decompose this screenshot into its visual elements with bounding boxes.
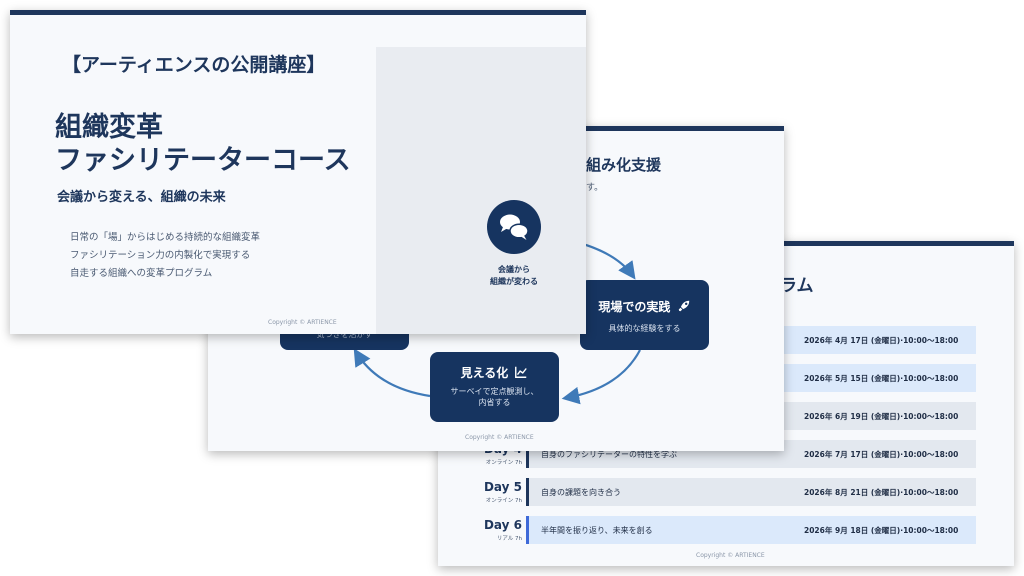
day-format: オンライン 7h: [485, 460, 522, 466]
course-bullet: 日常の「場」からはじめる持続的な組織変革: [70, 232, 261, 243]
circle-caption-line2: 組織が変わる: [490, 277, 538, 286]
visualize-box: 見える化 サーベイで定点観測し、 内省する: [430, 352, 559, 422]
schedule-topic: 自身の課題を向き合う: [541, 488, 621, 497]
circle-caption-line1: 会議から: [498, 265, 530, 274]
course-category: 【アーティエンスの公開講座】: [62, 54, 326, 76]
schedule-date: 2026年 4月 17日 (金曜日)·10:00〜18:00: [804, 336, 959, 345]
day-label: Day 6: [483, 518, 522, 532]
copyright-text: Copyright © ARTIENCE: [465, 434, 534, 441]
schedule-slide-title: ラム: [780, 276, 814, 296]
title-slide-side-panel: [376, 47, 586, 334]
schedule-row: Day 6 リアル 7h 半年間を振り返り、未来を創る 2026年 9月 18日…: [438, 516, 1014, 546]
schedule-topic: 自身のファシリテーターの特性を学ぶ: [541, 450, 677, 459]
visualize-box-sub-line1: サーベイで定点観測し、: [450, 387, 539, 396]
copyright-text: Copyright © ARTIENCE: [696, 552, 765, 559]
course-title-line1: 組織変革: [55, 112, 163, 143]
day-format: オンライン 7h: [485, 498, 522, 504]
schedule-date: 2026年 8月 21日 (金曜日)·10:00〜18:00: [804, 488, 959, 497]
schedule-row: Day 5 オンライン 7h 自身の課題を向き合う 2026年 8月 21日 (…: [438, 478, 1014, 508]
course-title-line2: ファシリテーターコース: [55, 145, 351, 176]
visualize-box-title: 見える化: [430, 364, 559, 382]
chart-icon: [514, 365, 528, 382]
practice-box-title: 現場での実践: [580, 298, 709, 316]
schedule-date: 2026年 9月 18日 (金曜日)·10:00〜18:00: [804, 526, 959, 535]
cycle-slide-subtitle: す。: [586, 183, 604, 193]
schedule-row-box: 自身の課題を向き合う 2026年 8月 21日 (金曜日)·10:00〜18:0…: [526, 478, 976, 506]
practice-box: 現場での実践 具体的な経験をする: [580, 280, 709, 350]
schedule-topic: 半年間を振り返り、未来を創る: [541, 526, 653, 535]
chat-bubbles-icon: [487, 200, 541, 254]
arrow-visualize-to-left: [353, 348, 431, 398]
day-label: Day 5: [483, 480, 522, 494]
visualize-box-sub-line2: 内省する: [478, 398, 511, 407]
slide-top-bar: [10, 10, 586, 15]
schedule-row-box: 半年間を振り返り、未来を創る 2026年 9月 18日 (金曜日)·10:00〜…: [526, 516, 976, 544]
rocket-icon: [677, 299, 691, 316]
practice-box-sub: 具体的な経験をする: [608, 324, 681, 333]
schedule-date: 2026年 5月 15日 (金曜日)·10:00〜18:00: [804, 374, 959, 383]
course-tagline: 会議から変える、組織の未来: [57, 190, 226, 205]
schedule-date: 2026年 6月 19日 (金曜日)·10:00〜18:00: [804, 412, 959, 421]
title-slide: 【アーティエンスの公開講座】 組織変革 ファシリテーターコース 会議から変える、…: [10, 10, 586, 334]
day-format: リアル 7h: [496, 536, 522, 542]
reflect-box-sub: 気づきを活かす: [316, 330, 373, 339]
cycle-slide-title: 組み化支援: [586, 156, 662, 174]
arrow-practice-to-visualize: [561, 349, 641, 405]
schedule-date: 2026年 7月 17日 (金曜日)·10:00〜18:00: [804, 450, 959, 459]
course-bullet: 自走する組織への変革プログラム: [70, 268, 213, 279]
course-bullet: ファシリテーション力の内製化で実現する: [70, 250, 251, 261]
copyright-text: Copyright © ARTIENCE: [268, 319, 337, 326]
